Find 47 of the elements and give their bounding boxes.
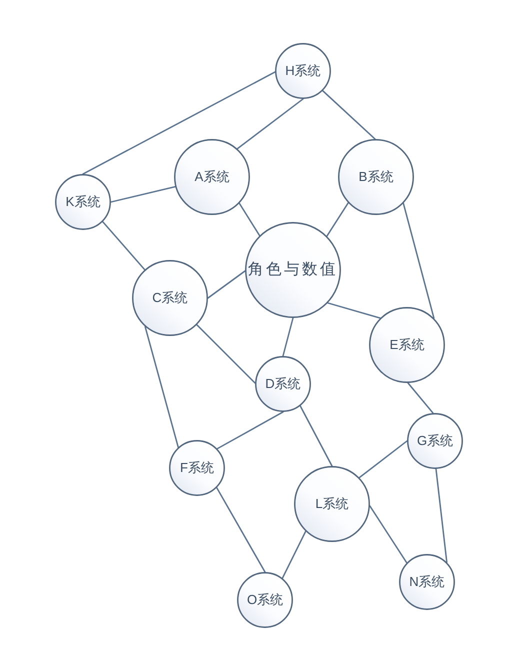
system-circle <box>275 43 331 99</box>
node-label: D系统 <box>265 376 301 392</box>
system-circle <box>169 440 225 496</box>
system-circle <box>245 222 341 318</box>
connector-line <box>216 411 284 450</box>
node-label: A系统 <box>194 169 230 185</box>
node-label: C系统 <box>152 290 188 306</box>
node-label: E系统 <box>390 337 424 353</box>
connector-line <box>236 98 304 150</box>
node-label: H系统 <box>285 63 321 79</box>
system-circle <box>338 139 414 215</box>
connector-line <box>196 324 256 384</box>
node-label: 角色与数值 <box>248 260 338 280</box>
node-label: N系统 <box>409 574 445 590</box>
connector-line <box>110 186 176 203</box>
system-circle <box>294 466 370 542</box>
system-circle <box>369 307 445 383</box>
connector-line <box>82 71 276 175</box>
connector-line <box>300 405 333 467</box>
connector-line <box>369 505 408 564</box>
connector-line <box>102 221 146 270</box>
connector-line <box>144 326 179 448</box>
system-circle <box>174 139 250 215</box>
connector-line <box>322 90 376 140</box>
connector-line <box>402 202 435 319</box>
system-circle <box>132 260 208 336</box>
node-label: K系统 <box>66 194 100 210</box>
system-circle <box>407 413 463 469</box>
system-circle <box>255 356 311 412</box>
connector-line <box>282 530 306 579</box>
connector-line <box>358 440 408 478</box>
connector-line <box>407 382 434 414</box>
node-label: F系统 <box>180 460 214 476</box>
connector-line <box>327 302 381 319</box>
node-label: B系统 <box>358 169 394 185</box>
system-circle <box>55 174 111 230</box>
connector-line <box>207 270 246 299</box>
connector-line <box>238 202 260 236</box>
connector-line <box>326 202 349 237</box>
system-circle <box>237 572 293 628</box>
connector-line <box>435 468 448 563</box>
node-label: L系统 <box>315 496 349 512</box>
connector-line <box>216 487 266 573</box>
connector-line <box>282 317 294 357</box>
node-label: O系统 <box>246 592 284 608</box>
system-circle <box>399 554 455 610</box>
node-label: G系统 <box>416 433 454 449</box>
